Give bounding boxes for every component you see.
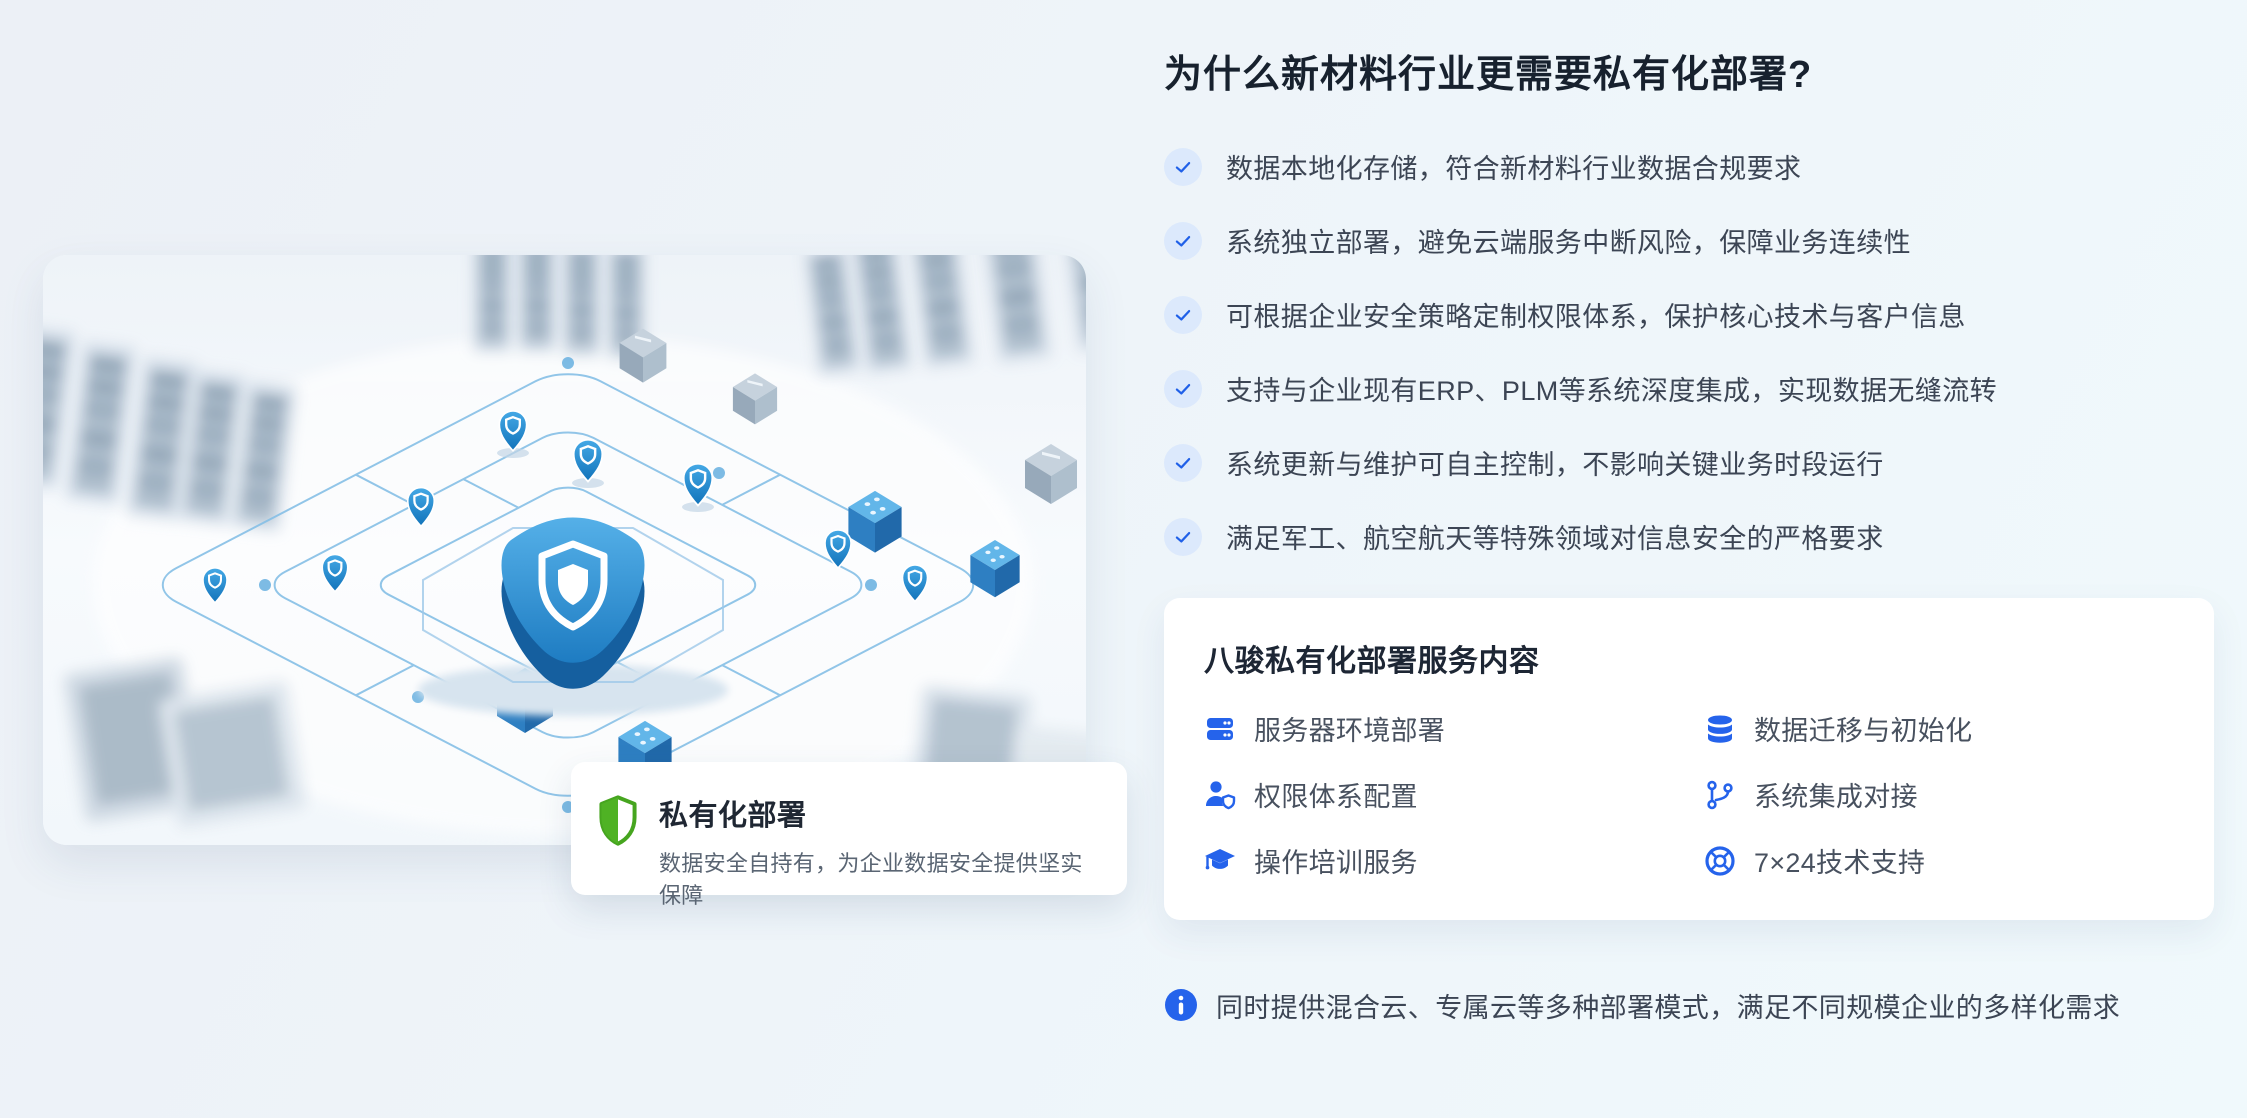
deployment-caption-card: 私有化部署 数据安全自持有，为企业数据安全提供坚实保障 [571, 762, 1127, 908]
check-icon [1164, 147, 1202, 186]
benefit-text: 系统独立部署，避免云端服务中断风险，保障业务连续性 [1226, 228, 1911, 258]
benefit-item: 支持与企业现有ERP、PLM等系统深度集成，实现数据无缝流转 [1164, 369, 2220, 408]
database-icon [1704, 713, 1736, 745]
services-card-title: 八骏私有化部署服务内容 [1204, 644, 1540, 678]
check-icon [1164, 517, 1202, 556]
datacenter-network-graphic [43, 255, 1086, 845]
benefit-item: 数据本地化存储，符合新材料行业数据合规要求 [1164, 147, 2220, 186]
benefits-column: 为什么新材料行业更需要私有化部署? 数据本地化存储，符合新材料行业数据合规要求 … [1164, 52, 2220, 1025]
check-icon [1164, 295, 1202, 334]
git-branch-icon [1704, 779, 1736, 811]
check-icon [1164, 443, 1202, 482]
deployment-note: 同时提供混合云、专属云等多种部署模式，满足不同规模企业的多样化需求 [1164, 986, 2220, 1025]
server-icon [1204, 713, 1236, 745]
service-item: 数据迁移与初始化 [1704, 710, 2174, 748]
service-item: 服务器环境部署 [1204, 710, 1704, 748]
service-label: 服务器环境部署 [1254, 716, 1446, 746]
section-heading: 为什么新材料行业更需要私有化部署? [1164, 54, 1813, 96]
caption-title: 私有化部署 [659, 800, 807, 832]
services-grid: 服务器环境部署 数据迁移与初始化 权限体系配置 [1204, 710, 2174, 880]
check-icon [1164, 221, 1202, 260]
benefit-text: 满足军工、航空航天等特殊领域对信息安全的严格要求 [1226, 524, 1884, 554]
security-datacenter-illustration [43, 255, 1086, 845]
graduation-cap-icon [1204, 845, 1236, 877]
check-icon [1164, 369, 1202, 408]
benefit-item: 满足军工、航空航天等特殊领域对信息安全的严格要求 [1164, 517, 2220, 556]
service-label: 权限体系配置 [1254, 782, 1418, 812]
service-label: 操作培训服务 [1254, 848, 1418, 878]
service-item: 7×24技术支持 [1704, 842, 2174, 880]
service-label: 7×24技术支持 [1754, 848, 1926, 878]
info-icon [1164, 988, 1198, 1022]
user-shield-icon [1204, 779, 1236, 811]
central-shield [418, 517, 728, 716]
benefit-item: 可根据企业安全策略定制权限体系，保护核心技术与客户信息 [1164, 295, 2220, 334]
service-label: 系统集成对接 [1754, 782, 1918, 812]
security-pins [202, 409, 929, 604]
caption-texts: 私有化部署 数据安全自持有，为企业数据安全提供坚实保障 [659, 792, 1099, 910]
life-buoy-icon [1704, 845, 1736, 877]
benefit-item: 系统独立部署，避免云端服务中断风险，保障业务连续性 [1164, 221, 2220, 260]
service-item: 系统集成对接 [1704, 776, 2174, 814]
note-text: 同时提供混合云、专属云等多种部署模式，满足不同规模企业的多样化需求 [1216, 992, 2121, 1023]
benefit-text: 数据本地化存储，符合新材料行业数据合规要求 [1226, 154, 1802, 184]
benefit-item: 系统更新与维护可自主控制，不影响关键业务时段运行 [1164, 443, 2220, 482]
benefit-text: 可根据企业安全策略定制权限体系，保护核心技术与客户信息 [1226, 302, 1966, 332]
service-item: 权限体系配置 [1204, 776, 1704, 814]
green-shield-icon [597, 794, 639, 846]
service-item: 操作培训服务 [1204, 842, 1704, 880]
benefit-text: 支持与企业现有ERP、PLM等系统深度集成，实现数据无缝流转 [1226, 376, 1998, 406]
caption-subtitle: 数据安全自持有，为企业数据安全提供坚实保障 [659, 851, 1083, 908]
benefit-text: 系统更新与维护可自主控制，不影响关键业务时段运行 [1226, 450, 1884, 480]
service-label: 数据迁移与初始化 [1754, 716, 1973, 746]
benefits-list: 数据本地化存储，符合新材料行业数据合规要求 系统独立部署，避免云端服务中断风险，… [1164, 147, 2220, 556]
services-card: 八骏私有化部署服务内容 服务器环境部署 数据迁移与初始化 [1164, 597, 2214, 920]
